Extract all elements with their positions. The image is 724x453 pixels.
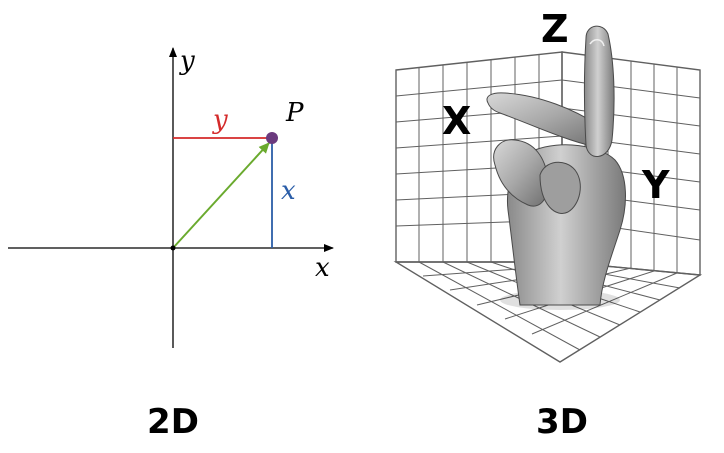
x-axis-label: x [315, 253, 330, 283]
point-p-dot [266, 132, 278, 144]
caption-3d: 3D [536, 402, 588, 442]
y-axis-label-3d: Y [641, 163, 670, 207]
y-axis-label: y [179, 46, 195, 76]
caption-2d: 2D [147, 402, 199, 442]
origin-dot [170, 245, 176, 251]
horizontal-component-label: y [212, 105, 228, 135]
coordinate-plane-2d: y x P y x [8, 46, 334, 348]
position-vector-arrow [172, 142, 270, 249]
point-p-label: P [285, 98, 304, 128]
vertical-component-label: x [281, 176, 296, 206]
coordinate-box-3d: Z X Y [393, 7, 703, 363]
z-axis-label: Z [541, 7, 569, 51]
hand-right-hand-rule-icon [486, 25, 626, 310]
x-axis-label-3d: X [442, 99, 471, 143]
